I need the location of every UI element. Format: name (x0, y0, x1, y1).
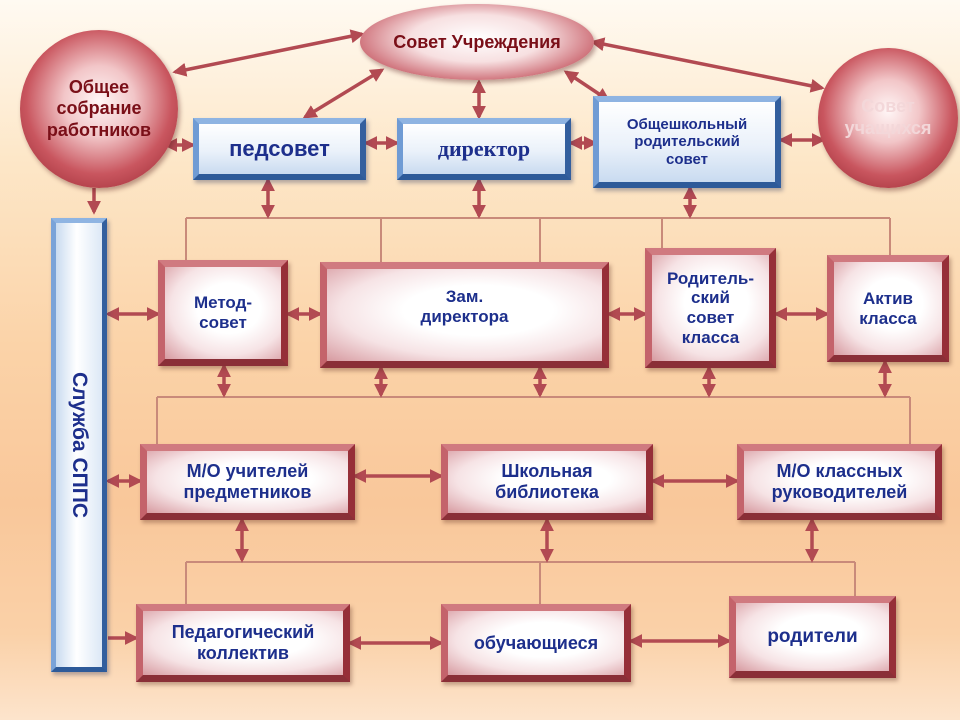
obshcheshkolny-roditelsky-sovet-label: Общешкольный родительский совет (626, 116, 748, 168)
sovet-uchrezhdeniya-label: Совет Учреждения (393, 31, 561, 52)
ped-kollektiv-line2: коллектив (197, 643, 289, 663)
metodsovet-text: Метод- совет (194, 293, 252, 332)
metodsovet-box[interactable]: Метод- совет (158, 260, 288, 366)
direktor-box[interactable]: директор (397, 118, 571, 180)
arrow-sovet-roditsovet (563, 70, 611, 102)
rodit-line1: Родитель- (666, 268, 754, 288)
aktiv-klassa-box[interactable]: Актив класса (827, 255, 949, 362)
rodit-line2: ский (691, 288, 730, 308)
obshchee-sobranie-label: Общее собрание работников (46, 76, 152, 140)
shkolnaya-biblioteka-box[interactable]: Школьная библиотека (441, 444, 653, 520)
mo-uchiteley-line1: М/О учителей (186, 461, 309, 482)
mo-uchiteley-predmetnikov-box[interactable]: М/О учителей предметников (140, 444, 355, 520)
roditeli-label: родители (767, 626, 858, 648)
mo-klassnykh-line1: М/О классных (776, 461, 903, 482)
sluzhba-spps-bar[interactable]: Служба СППС (51, 218, 107, 672)
arrow-sovet-uchashchikhsya (590, 37, 825, 93)
mo-uchiteley-text: М/О учителей предметников (184, 461, 312, 502)
pedsovet-box[interactable]: педсовет (193, 118, 366, 180)
zam-direktora-line2: директора (420, 306, 509, 326)
sovet-uchrezhdeniya-node[interactable]: Совет Учреждения (360, 4, 594, 80)
roditelsky-sovet-klassa-text: Родитель- ский совет класса (667, 269, 754, 347)
roditelsky-sovet-klassa-box[interactable]: Родитель- ский совет класса (645, 248, 776, 368)
pedagogichesky-kollektiv-box[interactable]: Педагогический коллектив (136, 604, 350, 682)
mo-klassnykh-text: М/О классных руководителей (772, 461, 908, 502)
aktiv-line1: Актив (862, 288, 913, 308)
sovet-uchashchikhsya-label: Совет учащихся (844, 96, 932, 138)
arrow-sobranie-sovet (172, 29, 365, 77)
aktiv-klassa-text: Актив класса (859, 289, 917, 328)
sovet-uchashchikhsya-node[interactable]: Совет учащихся (818, 48, 958, 188)
obshchee-sobranie-node[interactable]: Общее собрание работников (20, 30, 178, 188)
pedsovet-label: педсовет (229, 136, 330, 162)
mo-klassnykh-rukovoditeley-box[interactable]: М/О классных руководителей (737, 444, 942, 520)
ped-kollektiv-text: Педагогический коллектив (172, 622, 315, 663)
arrow-sovet-pedsovet (302, 68, 385, 119)
obuchayushchiesya-label: обучающиеся (473, 632, 599, 653)
aktiv-line2: класса (859, 308, 917, 328)
rodit-line4: класса (681, 327, 740, 347)
ped-kollektiv-line1: Педагогический (171, 622, 315, 643)
rodit-line3: совет (686, 308, 735, 327)
biblioteka-line2: библиотека (495, 482, 599, 502)
obuchayushchiesya-box[interactable]: обучающиеся (441, 604, 631, 682)
zam-direktora-box[interactable]: Зам. директора (320, 262, 609, 368)
mo-uchiteley-line2: предметников (183, 482, 312, 502)
metodsovet-line2: совет (199, 313, 247, 332)
obshcheshkolny-roditelsky-sovet-box[interactable]: Общешкольный родительский совет (593, 96, 781, 188)
metodsovet-line1: Метод- (193, 293, 253, 313)
mo-klassnykh-line2: руководителей (771, 482, 908, 502)
zam-direktora-line1: Зам. (445, 287, 484, 306)
biblioteka-text: Школьная библиотека (495, 461, 599, 502)
biblioteka-line1: Школьная (501, 461, 593, 482)
direktor-label: директор (437, 136, 531, 162)
zam-direktora-text: Зам. директора (421, 287, 509, 326)
sluzhba-spps-label: Служба СППС (68, 371, 91, 519)
roditeli-box[interactable]: родители (729, 596, 896, 678)
